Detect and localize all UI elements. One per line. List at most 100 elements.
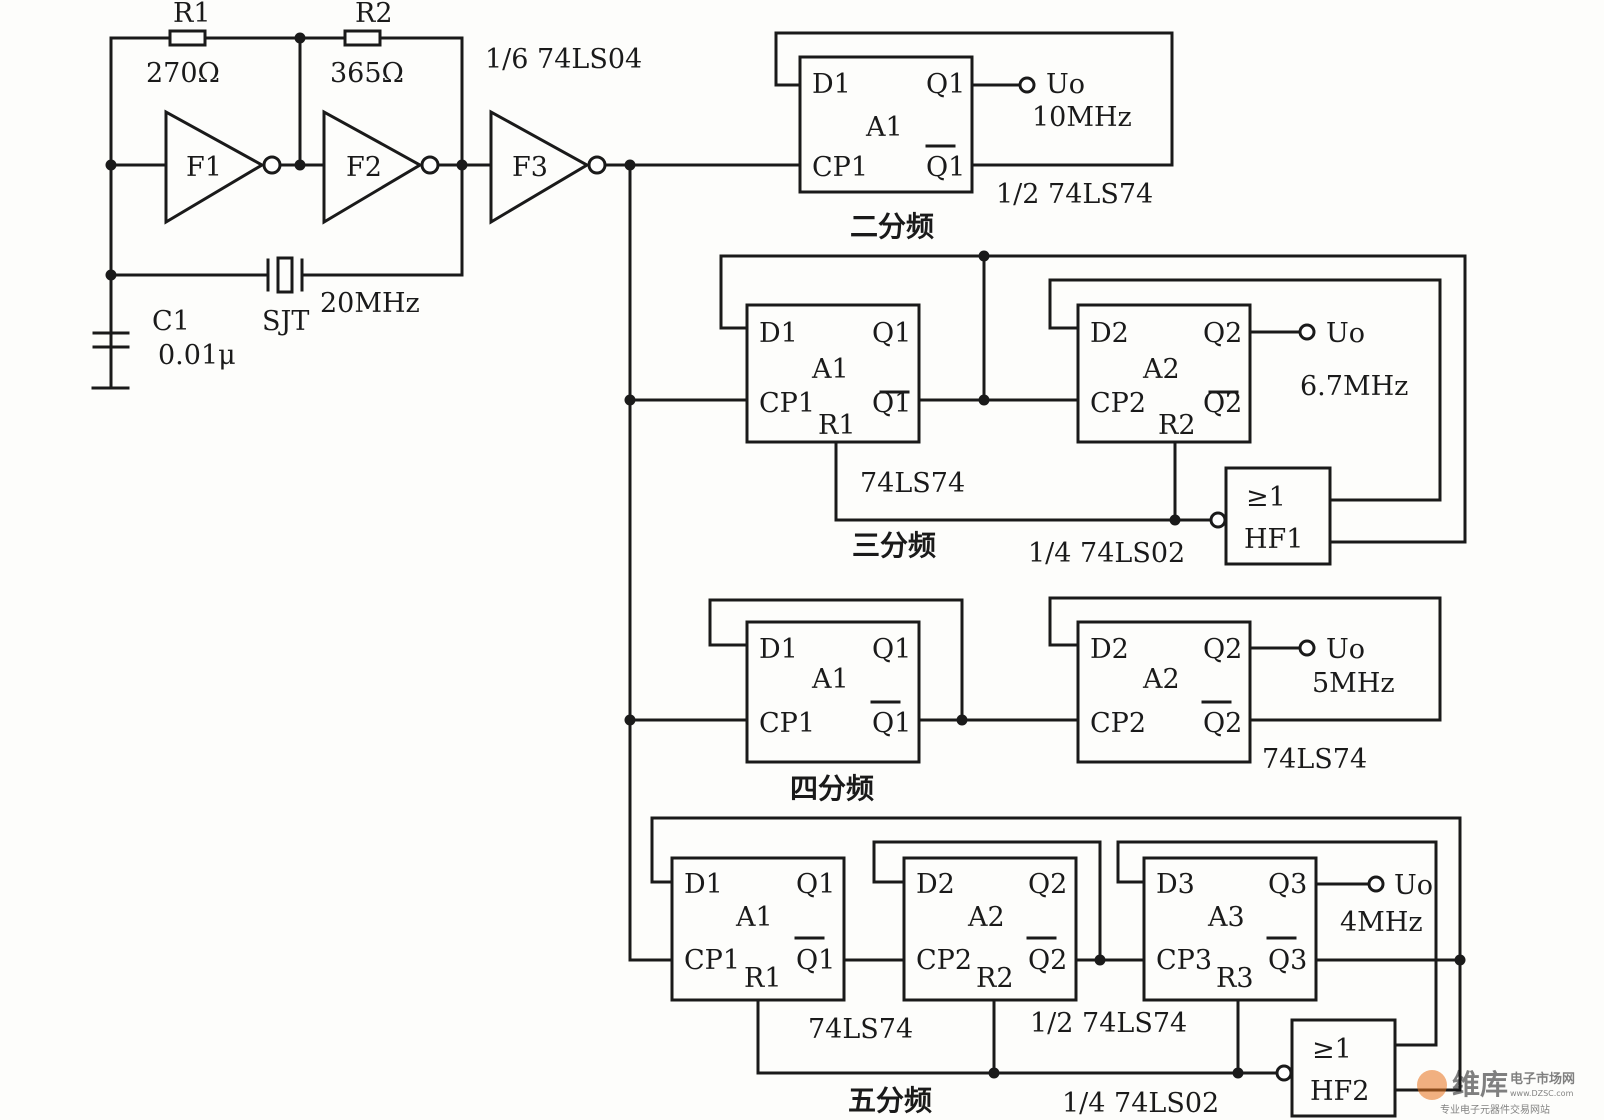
feedback-wire <box>1048 596 1442 722</box>
ff-a2-div3 <box>1076 303 1252 444</box>
pin-cp: CP1 <box>759 708 815 739</box>
ff-a1-div3 <box>745 303 921 444</box>
ff-name: A2 <box>1142 664 1180 695</box>
chip-label: 1/2 74LS74 <box>996 179 1153 210</box>
ff-a3-div5 <box>1142 856 1318 1002</box>
f2-label: F2 <box>346 152 382 183</box>
output-freq: 4MHz <box>1340 907 1423 938</box>
oscillator-section: R1 270Ω R2 365Ω 1/6 74LS04 F1 F2 F3 C1 0… <box>91 0 642 390</box>
output-terminal <box>1367 875 1385 893</box>
pin-qbar: Q1 <box>872 388 911 419</box>
crystal-sjt <box>276 256 294 294</box>
r1-value: 270Ω <box>146 58 220 89</box>
ff-name: A2 <box>967 902 1005 933</box>
pin-q: Q2 <box>1203 634 1242 665</box>
gate-bubble <box>1209 511 1227 529</box>
capacitor-c1 <box>91 273 130 390</box>
pin-cp: CP1 <box>684 945 740 976</box>
junction-dot <box>956 714 968 726</box>
junction-dot <box>105 159 117 171</box>
pin-cp: CP3 <box>1156 945 1212 976</box>
junction-dot <box>294 159 306 171</box>
clock-bus <box>603 159 802 962</box>
feedback-wire <box>650 816 1462 1092</box>
logo-url: www.DZSC.com <box>1510 1089 1574 1098</box>
divide-by-4-section: D1 Q1 A1 CP1 Q1 D2 Q2 A2 CP2 Q2 Uo 5MHz … <box>628 596 1442 805</box>
output-terminal <box>1298 639 1316 657</box>
section-caption: 五分频 <box>848 1084 932 1117</box>
ff-a1-div4 <box>745 620 921 764</box>
inverter-f1 <box>164 109 266 225</box>
output-label: Uo <box>1046 69 1085 100</box>
pin-cp: CP2 <box>1090 708 1146 739</box>
junction-dot <box>1232 1067 1244 1079</box>
output-freq: 10MHz <box>1032 102 1132 133</box>
inverter-f2 <box>322 109 424 225</box>
section-caption: 二分频 <box>850 210 934 243</box>
nor-gate-hf2 <box>1290 1018 1397 1118</box>
logo-sub: 电子市场网 <box>1510 1071 1575 1087</box>
junction-dot <box>978 250 990 262</box>
gate-bubble <box>1275 1064 1293 1082</box>
pin-qbar: Q1 <box>926 152 965 183</box>
pin-d: D1 <box>684 869 723 900</box>
output-label: Uo <box>1326 318 1365 349</box>
feedback-wire <box>1048 278 1442 502</box>
feedback-wire <box>719 254 1467 544</box>
output-label: Uo <box>1326 634 1365 665</box>
pin-q: Q3 <box>1268 869 1307 900</box>
qbar-feedback-wire <box>774 31 1174 167</box>
pin-qbar: Q1 <box>796 945 835 976</box>
r1-resistor <box>168 29 207 47</box>
pin-qbar: Q1 <box>872 708 911 739</box>
gate-symbol: ≥1 <box>1312 1034 1352 1065</box>
pin-q: Q1 <box>926 69 965 100</box>
chip-label: 1/2 74LS74 <box>1030 1008 1187 1039</box>
inverter-bubble <box>587 155 607 175</box>
r2-value: 365Ω <box>330 58 404 89</box>
pin-d: D2 <box>1090 634 1129 665</box>
output-terminal <box>1298 323 1316 341</box>
divide-by-5-section: D1 Q1 A1 CP1 Q1 R1 D2 Q2 A2 CP2 Q2 R2 D3… <box>628 816 1466 1119</box>
ff-name: A1 <box>811 354 849 385</box>
pin-q: Q1 <box>872 634 911 665</box>
gate-name: HF1 <box>1244 524 1303 555</box>
crystal-wire <box>109 163 464 277</box>
r1-name: R1 <box>173 0 211 29</box>
logo-slogan: 专业电子元器件交易网站 <box>1440 1103 1550 1116</box>
junction-dot <box>988 1067 1000 1079</box>
section-caption: 三分频 <box>852 529 936 562</box>
feedback-wire <box>708 598 964 722</box>
pin-r: R3 <box>1216 963 1254 994</box>
output-freq: 5MHz <box>1312 668 1395 699</box>
pin-qbar: Q3 <box>1268 945 1307 976</box>
chip-label: 74LS74 <box>1262 744 1367 775</box>
junction-dot <box>294 32 306 44</box>
pin-r: R2 <box>976 963 1014 994</box>
pin-qbar: Q2 <box>1028 945 1067 976</box>
logo-brand: 维库 <box>1452 1068 1508 1101</box>
ff-a2-div4 <box>1076 620 1252 764</box>
ff-name: A1 <box>865 112 903 143</box>
f1-label: F1 <box>186 152 222 183</box>
pin-q: Q2 <box>1203 318 1242 349</box>
pin-d: D1 <box>812 69 851 100</box>
pin-d: D2 <box>916 869 955 900</box>
pin-cp: CP2 <box>1090 388 1146 419</box>
r2-name: R2 <box>355 0 393 29</box>
logo-icon <box>1417 1070 1447 1100</box>
pin-d: D1 <box>759 634 798 665</box>
chip-label: 74LS74 <box>860 468 965 499</box>
gate-chip-label: 1/4 74LS02 <box>1062 1088 1219 1119</box>
ff-a2-div5 <box>902 856 1078 1002</box>
ff-name: A2 <box>1142 354 1180 385</box>
gate-name: HF2 <box>1310 1076 1369 1107</box>
watermark-logo: 维库 电子市场网 www.DZSC.com 专业电子元器件交易网站 <box>1417 1068 1575 1116</box>
pin-r: R1 <box>818 410 856 441</box>
pin-cp: CP1 <box>759 388 815 419</box>
c1-name: C1 <box>152 306 190 337</box>
divide-by-2-section: D1 Q1 A1 CP1 Q1 Uo 10MHz 1/2 74LS74 二分频 <box>774 31 1174 243</box>
chip-label: 74LS74 <box>808 1014 913 1045</box>
pin-d: D3 <box>1156 869 1195 900</box>
